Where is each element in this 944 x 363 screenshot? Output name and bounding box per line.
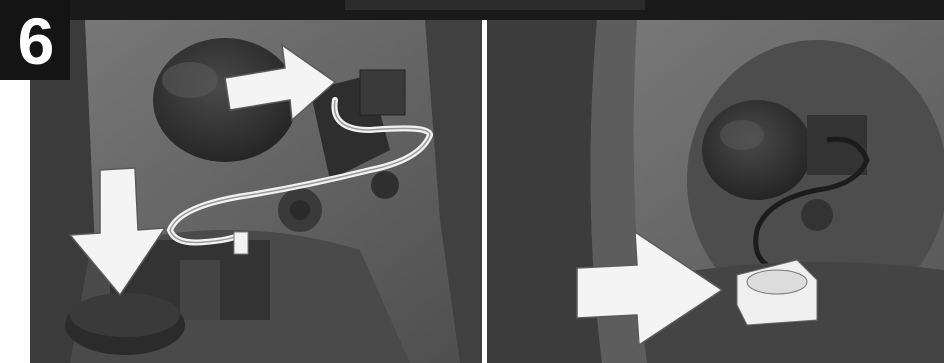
right-illustration xyxy=(487,20,944,363)
switch-block xyxy=(360,70,405,115)
illustration-panel-left xyxy=(30,20,482,363)
illustration-panel-right xyxy=(487,20,944,363)
screw-boss xyxy=(801,199,833,231)
motor-highlight xyxy=(720,120,764,150)
header-notch xyxy=(345,0,645,10)
knob-top xyxy=(70,293,180,337)
white-component-cap xyxy=(747,270,807,294)
top-header-bar xyxy=(0,0,944,20)
motor-housing xyxy=(702,100,812,200)
step-badge: 6 xyxy=(0,0,70,80)
left-illustration xyxy=(30,20,482,363)
step-number: 6 xyxy=(18,8,53,74)
connector-slot xyxy=(180,260,220,320)
screw-1 xyxy=(290,200,310,220)
screw-boss-2 xyxy=(371,171,399,199)
motor-highlight xyxy=(162,62,218,98)
wire-terminal xyxy=(234,232,248,254)
